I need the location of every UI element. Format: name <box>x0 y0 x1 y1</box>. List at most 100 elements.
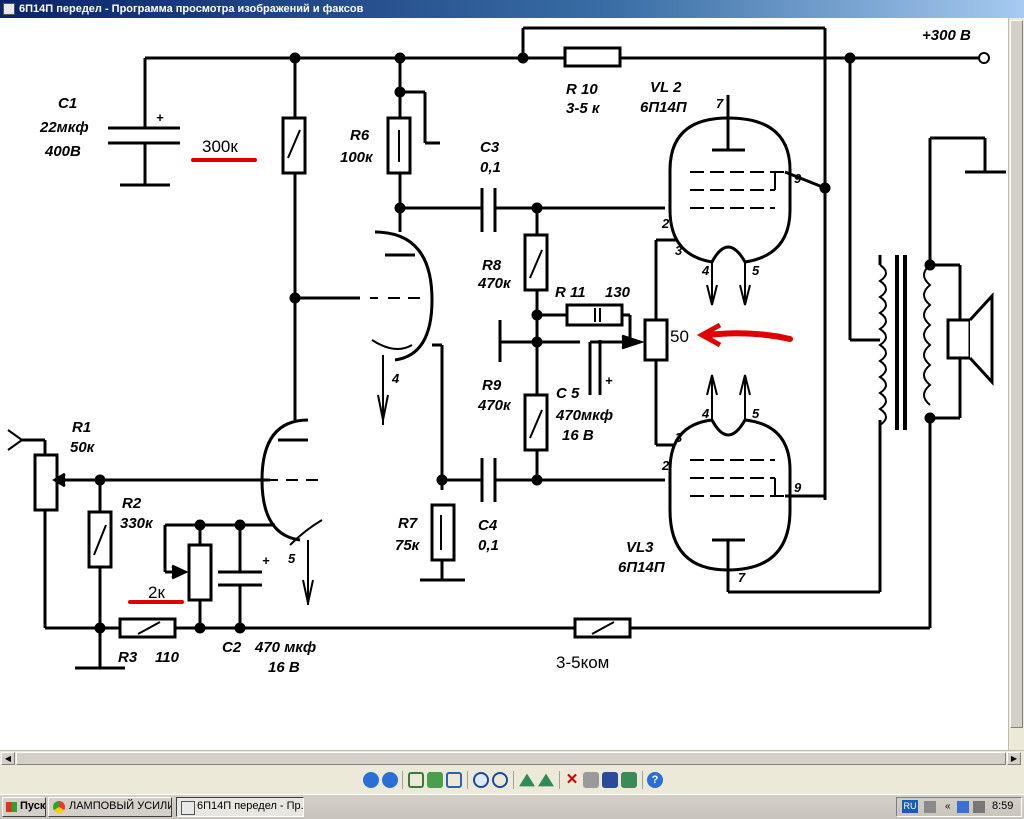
r7-value: 75к <box>395 537 421 554</box>
prev-image-icon[interactable] <box>363 772 379 788</box>
vertical-scrollbar[interactable] <box>1008 18 1024 750</box>
c2-name: C2 <box>222 639 242 656</box>
start-button[interactable]: Пуск <box>2 797 46 817</box>
r2-name: R2 <box>122 495 142 512</box>
taskbar-item-label: ЛАМПОВЫЙ УСИЛИТЕЛ... <box>69 800 172 812</box>
taskbar-item-image-viewer[interactable]: 6П14П передел - Пр... <box>176 797 304 817</box>
help-icon[interactable]: ? <box>647 772 663 788</box>
r6-name: R6 <box>350 127 370 144</box>
r9-name: R9 <box>482 377 502 394</box>
keyboard-icon[interactable] <box>924 801 936 813</box>
toolbar-separator <box>513 771 514 789</box>
vl2-pin-2: 2 <box>661 216 670 231</box>
rotate-clockwise-icon[interactable] <box>519 773 535 787</box>
c5-voltage: 16 В <box>562 427 594 444</box>
horizontal-scrollbar[interactable]: ◀ ▶ <box>0 750 1024 766</box>
image-viewer-icon <box>181 801 195 815</box>
r3-name: R3 <box>118 649 138 666</box>
r7-name: R7 <box>398 515 418 532</box>
r1-value: 50к <box>70 439 96 456</box>
c3-name: C3 <box>480 139 500 156</box>
vl2-name: VL 2 <box>650 79 682 96</box>
vl2-pin-5: 5 <box>752 263 760 278</box>
vl3-pin-5: 5 <box>752 406 760 421</box>
r1-name: R1 <box>72 419 91 436</box>
image-canvas: +300 В C1 22мкф 400В + 300к R6 100к C3 0… <box>0 18 1008 750</box>
vl2-pin-7: 7 <box>716 96 724 111</box>
taskbar: Пуск ЛАМПОВЫЙ УСИЛИТЕЛ... 6П14П передел … <box>0 794 1024 819</box>
schematic-diagram: +300 В C1 22мкф 400В + 300к R6 100к C3 0… <box>7 26 1006 676</box>
delete-icon[interactable]: ✕ <box>565 771 579 788</box>
r2-value: 330к <box>120 515 154 532</box>
vl3-pin-3: 3 <box>675 430 683 445</box>
image-viewer-icon <box>3 3 15 15</box>
c2-voltage: 16 В <box>268 659 300 676</box>
triode1-pin-4: 4 <box>391 371 400 386</box>
triode2-pin-5: 5 <box>288 551 296 566</box>
speaker-icon <box>968 292 994 386</box>
taskbar-item-label: 6П14П передел - Пр... <box>197 800 304 812</box>
r3-value: 110 <box>155 649 180 666</box>
scroll-left-arrow-icon[interactable]: ◀ <box>1 752 15 765</box>
c5-value: 470мкф <box>555 407 613 424</box>
r8-name: R8 <box>482 257 502 274</box>
c4-name: C4 <box>478 517 498 534</box>
c2-value: 470 мкф <box>254 639 316 656</box>
window-title: 6П14П передел - Программа просмотра изоб… <box>19 3 364 15</box>
c5-name: C 5 <box>556 385 580 402</box>
next-image-icon[interactable] <box>382 772 398 788</box>
c3-value: 0,1 <box>480 159 501 176</box>
r10-name: R 10 <box>566 81 598 98</box>
rotate-counterclockwise-icon[interactable] <box>538 773 554 787</box>
c4-value: 0,1 <box>478 537 499 554</box>
feedback-resistor-label: 3-5ком <box>556 653 609 672</box>
r10-value: 3-5 к <box>566 100 601 117</box>
horizontal-scroll-thumb[interactable] <box>16 752 1006 765</box>
r10-resistor <box>563 46 622 68</box>
note-300k: 300к <box>202 137 238 156</box>
r11-value: 130 <box>605 284 631 301</box>
c5-polarity: + <box>605 373 613 388</box>
c1-voltage: 400В <box>44 143 81 160</box>
supply-terminal <box>978 52 990 64</box>
r9-value: 470к <box>477 397 512 414</box>
r8-value: 470к <box>477 275 512 292</box>
show-hidden-icons-icon[interactable]: « <box>945 801 951 812</box>
zoom-in-icon[interactable] <box>473 772 489 788</box>
c1-polarity: + <box>156 110 164 125</box>
window-titlebar: 6П14П передел - Программа просмотра изоб… <box>0 0 1024 18</box>
vl3-pin-4: 4 <box>701 406 710 421</box>
taskbar-item-browser[interactable]: ЛАМПОВЫЙ УСИЛИТЕЛ... <box>48 797 172 817</box>
r11-name: R 11 <box>555 284 586 301</box>
vertical-scroll-thumb[interactable] <box>1010 20 1023 728</box>
scroll-right-arrow-icon[interactable]: ▶ <box>1007 752 1021 765</box>
vl2-pin-9: 9 <box>794 171 802 186</box>
best-fit-icon[interactable] <box>408 772 424 788</box>
vl3-pin-2: 2 <box>661 458 670 473</box>
note-2k: 2к <box>148 583 165 602</box>
c2-polarity: + <box>262 553 270 568</box>
save-icon[interactable] <box>602 772 618 788</box>
vl3-pin-7: 7 <box>738 570 746 585</box>
c1-value: 22мкф <box>39 119 89 136</box>
toolbar-separator <box>559 771 560 789</box>
toolbar-separator <box>642 771 643 789</box>
c1-name: C1 <box>58 95 77 112</box>
zoom-out-icon[interactable] <box>492 772 508 788</box>
language-indicator[interactable]: RU <box>902 800 918 813</box>
slideshow-icon[interactable] <box>446 772 462 788</box>
network-icon[interactable] <box>957 801 969 813</box>
r6-value: 100к <box>340 149 374 166</box>
vl2-pin-3: 3 <box>675 243 683 258</box>
volume-icon[interactable] <box>973 801 985 813</box>
vl2-pin-4: 4 <box>701 263 710 278</box>
vl3-name: VL3 <box>626 539 654 556</box>
actual-size-icon[interactable] <box>427 772 443 788</box>
supply-label: +300 В <box>922 27 971 44</box>
print-icon[interactable] <box>583 772 599 788</box>
toolbar-separator <box>402 771 403 789</box>
clock[interactable]: 8:59 <box>992 800 1014 812</box>
vl2-type: 6П14П <box>640 99 688 116</box>
edit-icon[interactable] <box>621 772 637 788</box>
windows-logo-icon <box>6 802 17 812</box>
